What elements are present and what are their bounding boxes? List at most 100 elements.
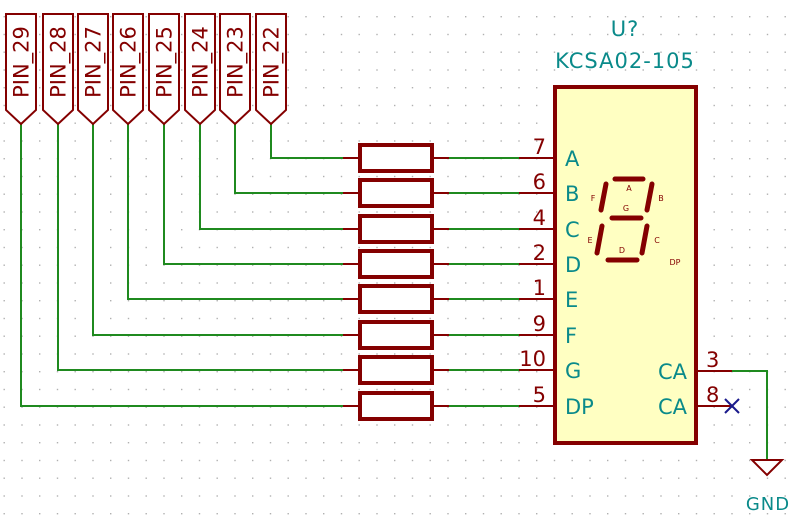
- net-label-pin-22[interactable]: PIN_22: [255, 13, 287, 126]
- resistor-body[interactable]: [358, 320, 434, 350]
- net-label-pin-28[interactable]: PIN_28: [42, 13, 74, 126]
- wire-label-to-resistor[interactable]: [163, 124, 345, 265]
- grid-dot: [624, 16, 627, 18]
- resistor-body[interactable]: [358, 143, 434, 173]
- grid-dot: [252, 264, 254, 266]
- grid-dot: [74, 51, 76, 53]
- grid-dot: [766, 229, 769, 231]
- grid-dot: [518, 459, 520, 462]
- grid-dot: [340, 371, 343, 373]
- gnd-power-symbol[interactable]: GND: [732, 370, 790, 515]
- grid-dot: [784, 335, 786, 337]
- grid-dot: [252, 51, 254, 53]
- wire-label-to-resistor[interactable]: [92, 124, 345, 336]
- grid-dot: [766, 264, 769, 266]
- wire-label-to-resistor[interactable]: [234, 124, 345, 194]
- resistor[interactable]: [343, 355, 449, 385]
- pin-ca-8[interactable]: 8CA: [658, 383, 732, 419]
- grid-dot: [482, 388, 485, 391]
- grid-dot: [376, 211, 378, 213]
- grid-dot: [678, 51, 680, 53]
- grid-dot: [394, 477, 396, 479]
- grid-dot: [216, 33, 218, 36]
- no-connect-flag[interactable]: [724, 398, 740, 414]
- wire-label-to-resistor[interactable]: [270, 124, 345, 159]
- net-label-shape[interactable]: [5, 13, 37, 126]
- pin-ca-3[interactable]: 3CA: [658, 348, 732, 384]
- grid-dot: [269, 406, 272, 408]
- net-label-pin-23[interactable]: PIN_23: [219, 13, 251, 126]
- net-label-pin-26[interactable]: PIN_26: [112, 13, 144, 126]
- resistor[interactable]: [343, 178, 449, 208]
- net-label-shape[interactable]: [184, 13, 216, 126]
- grid-dot: [731, 282, 733, 284]
- grid-dot: [500, 282, 502, 284]
- net-label-shape[interactable]: [112, 13, 144, 126]
- resistor-body[interactable]: [358, 355, 434, 385]
- grid-dot: [340, 211, 343, 213]
- net-label-pin-24[interactable]: PIN_24: [184, 13, 216, 126]
- grid-dot: [518, 16, 520, 18]
- grid-dot: [163, 335, 165, 337]
- grid-dot: [394, 16, 396, 18]
- resistor[interactable]: [343, 284, 449, 314]
- grid-dot: [394, 51, 396, 53]
- grid-dot: [358, 51, 360, 53]
- grid-dot: [713, 388, 715, 391]
- net-label-shape[interactable]: [42, 13, 74, 126]
- grid-dot: [305, 388, 307, 391]
- grid-dot: [305, 16, 307, 18]
- grid-dot: [411, 104, 414, 107]
- component-body[interactable]: [553, 85, 698, 445]
- grid-dot: [74, 371, 76, 373]
- grid-dot: [607, 51, 609, 53]
- grid-dot: [518, 442, 520, 444]
- net-label-pin-27[interactable]: PIN_27: [77, 13, 109, 126]
- wire-label-to-resistor[interactable]: [20, 124, 345, 407]
- net-label-pin-25[interactable]: PIN_25: [148, 13, 180, 126]
- resistor[interactable]: [343, 391, 449, 421]
- resistor[interactable]: [343, 143, 449, 173]
- grid-dot: [784, 140, 786, 142]
- grid-dot: [376, 317, 378, 320]
- grid-dot: [127, 442, 130, 444]
- grid-dot: [39, 353, 41, 355]
- resistor[interactable]: [343, 249, 449, 279]
- grid-dot: [127, 371, 130, 373]
- grid-dot: [163, 353, 165, 355]
- resistor-body[interactable]: [358, 284, 434, 314]
- wire-label-to-resistor[interactable]: [57, 124, 345, 371]
- grid-dot: [216, 69, 218, 71]
- resistor-body[interactable]: [358, 391, 434, 421]
- resistor-body[interactable]: [358, 178, 434, 208]
- resistor-body[interactable]: [358, 249, 434, 279]
- wire-label-to-resistor[interactable]: [199, 124, 345, 230]
- grid-dot: [482, 69, 485, 71]
- grid-dot: [465, 69, 467, 71]
- grid-dot: [447, 104, 449, 107]
- gnd-wire[interactable]: [732, 370, 768, 460]
- resistor-body[interactable]: [358, 214, 434, 244]
- resistor[interactable]: [343, 320, 449, 350]
- net-label-pin-29[interactable]: PIN_29: [5, 13, 37, 126]
- net-label-shape[interactable]: [219, 13, 251, 126]
- resistor[interactable]: [343, 214, 449, 244]
- net-label-shape[interactable]: [148, 13, 180, 126]
- net-label-shape[interactable]: [255, 13, 287, 126]
- grid-dot: [74, 140, 76, 142]
- net-label-shape[interactable]: [77, 13, 109, 126]
- wire-label-to-resistor[interactable]: [127, 124, 345, 300]
- grid-dot: [411, 459, 414, 462]
- grid-dot: [110, 229, 112, 231]
- grid-dot: [323, 246, 325, 249]
